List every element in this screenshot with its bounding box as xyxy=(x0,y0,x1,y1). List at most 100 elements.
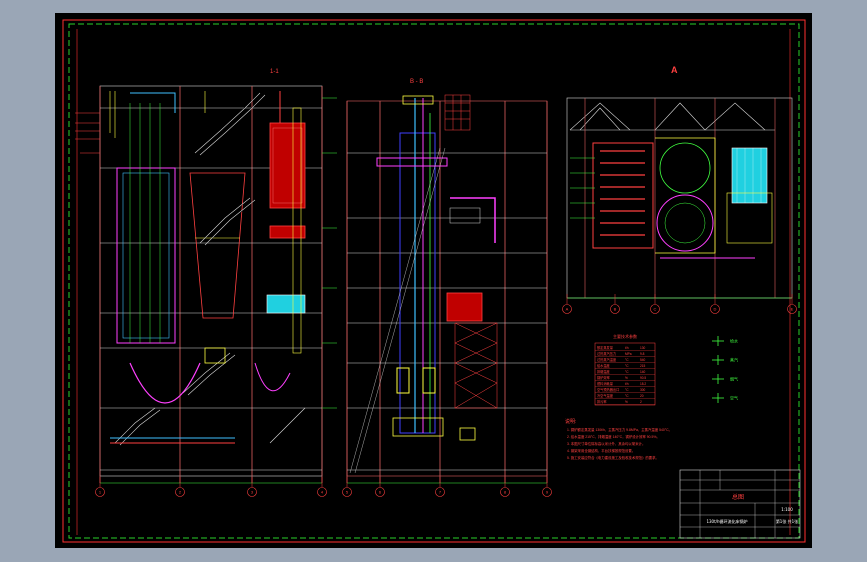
symbol-label: 蒸汽 xyxy=(730,357,738,363)
note-line: 1. 锅炉额定蒸发量 130t/h，主蒸汽压力 9.8MPa，主蒸汽温度 540… xyxy=(567,427,672,432)
axis-label: 6 xyxy=(379,490,382,495)
axis-bubble: 2 xyxy=(175,477,185,497)
plan-axis-bubble: D xyxy=(710,294,720,314)
parameter-cell: °C xyxy=(625,394,629,398)
plan-view xyxy=(566,97,793,299)
inner-frame xyxy=(68,23,800,539)
plan-axis-label: C xyxy=(654,307,657,312)
parameter-cell: 540 xyxy=(640,358,646,362)
symbol-label: 空气 xyxy=(730,395,738,401)
axis-bubble: 7 xyxy=(435,477,445,497)
plan-axis-label: A xyxy=(566,307,569,312)
cad-canvas[interactable]: 1-1 1 2 3 4 xyxy=(55,13,812,548)
title-block-sheet: 第1张 共1张 xyxy=(776,518,798,524)
plan-axis-label: B xyxy=(614,307,617,312)
axis-label: 5 xyxy=(346,490,349,495)
parameter-cell: 额定蒸发量 xyxy=(597,345,614,350)
plan-axis-bubble: B xyxy=(610,294,620,314)
parameter-cell: % xyxy=(625,400,628,404)
parameter-cell: °C xyxy=(625,358,629,362)
axis-bubble: 8 xyxy=(500,477,510,497)
parameter-cell: 90.5 xyxy=(640,376,646,380)
parameter-cell: 空气预热器出口 xyxy=(597,387,619,392)
parameter-cell: t/h xyxy=(625,346,629,350)
axis-bubble: 1 xyxy=(95,477,105,497)
parameter-table: 主要技术参数 额定蒸发量 t/h 130 过热蒸汽压力 MPa 9.8 过热蒸汽温度 °C 54… xyxy=(594,333,656,406)
plan-axis-label: E xyxy=(791,307,794,312)
axis-bubble: 3 xyxy=(247,477,257,497)
parameter-cell: t/h xyxy=(625,382,629,386)
plan-axis-bubble: E xyxy=(787,294,797,314)
parameter-cell: 300 xyxy=(640,388,646,392)
parameter-cell: °C xyxy=(625,370,629,374)
cad-drawing-viewport[interactable]: 1-1 1 2 3 4 xyxy=(55,13,812,548)
parameter-cell: 排污率 xyxy=(597,399,607,404)
symbol-item: 烟气 xyxy=(712,374,738,384)
parameter-cell: 锅炉效率 xyxy=(597,375,611,380)
axis-bubble: 9 xyxy=(542,477,552,497)
axis-bubble: 4 xyxy=(317,477,327,497)
front-elevation-view xyxy=(346,94,548,484)
plan-axis-bubbles: A B C D E xyxy=(562,294,797,314)
parameter-cell: 18.2 xyxy=(640,382,646,386)
note-line: 5. 施工安装应符合《电力建设施工及验收技术规范》的要求。 xyxy=(567,455,659,460)
plan-label: A xyxy=(671,65,678,75)
notes-title: 说明: xyxy=(565,418,576,425)
parameter-row: 过热蒸汽温度 °C 540 xyxy=(595,357,655,363)
section-label: 1-1 xyxy=(270,69,279,75)
axis-label: 9 xyxy=(546,490,549,495)
parameter-cell: 20 xyxy=(640,394,644,398)
parameter-cell: 排烟温度 xyxy=(597,369,611,374)
parameter-cell: 过热蒸汽温度 xyxy=(597,357,617,362)
parameter-row: 额定蒸发量 t/h 130 xyxy=(595,345,655,351)
axis-label: 7 xyxy=(439,490,442,495)
elevation-label: B - B xyxy=(410,79,423,85)
symbol-item: 空气 xyxy=(712,393,738,403)
title-block-scale: 1:100 xyxy=(781,507,793,512)
parameter-row: 燃料消耗量 t/h 18.2 xyxy=(595,381,655,387)
middle-axis-bubbles: 5 6 7 8 9 xyxy=(342,477,552,497)
parameter-cell: % xyxy=(625,376,628,380)
note-line: 2. 给水温度 215°C，排烟温度 140°C，锅炉设计效率 90.5%。 xyxy=(567,434,660,439)
axis-bubble: 6 xyxy=(375,477,385,497)
outer-frame xyxy=(62,19,806,543)
parameter-row: 空气预热器出口 °C 300 xyxy=(595,387,655,393)
parameter-cell: °C xyxy=(625,364,629,368)
parameter-cell: 9.8 xyxy=(640,352,645,356)
parameter-cell: 燃料消耗量 xyxy=(597,381,614,386)
symbol-label: 给水 xyxy=(730,338,738,344)
parameter-table-title: 主要技术参数 xyxy=(613,333,637,339)
note-line: 4. 钢架采用全钢结构，平台扶梯按规范设置。 xyxy=(567,448,635,453)
axis-label: 2 xyxy=(179,490,182,495)
plan-axis-bubble: C xyxy=(650,294,660,314)
parameter-cell: 冷空气温度 xyxy=(597,393,614,398)
axis-label: 4 xyxy=(321,490,324,495)
symbol-label: 烟气 xyxy=(730,376,738,382)
parameter-cell: 过热蒸汽压力 xyxy=(597,351,616,356)
left-axis-bubbles: 1 2 3 4 xyxy=(95,477,327,497)
parameter-row: 排污率% 2 xyxy=(595,399,655,405)
title-block-title: 总图 xyxy=(732,493,744,501)
symbol-item: 给水 xyxy=(712,336,738,346)
title-block-drawing-no: 130t/h循环流化床锅炉 xyxy=(706,518,747,524)
parameter-cell: MPa xyxy=(625,352,632,356)
axis-label: 8 xyxy=(504,490,507,495)
axis-label: 3 xyxy=(251,490,254,495)
parameter-cell: 给水温度 xyxy=(597,363,611,368)
side-elevation-view xyxy=(75,85,337,484)
note-line: 3. 本图尺寸单位除标高以米计外，其余均以毫米计。 xyxy=(567,441,645,446)
plan-axis-label: D xyxy=(714,307,717,312)
drawing-notes: 说明: 1. 锅炉额定蒸发量 130t/h，主蒸汽压力 9.8MPa，主蒸汽温度… xyxy=(565,418,672,460)
axis-label: 1 xyxy=(99,490,102,495)
parameter-row: 过热蒸汽压力 MPa 9.8 xyxy=(595,351,655,357)
parameter-cell: °C xyxy=(625,388,629,392)
parameter-cell: 130 xyxy=(640,346,646,350)
parameter-cell: 2 xyxy=(640,400,642,404)
parameter-row: 锅炉效率% 90.5 xyxy=(595,375,655,381)
plan-axis-bubble: A xyxy=(562,294,572,314)
axis-bubble: 5 xyxy=(342,477,352,497)
parameter-row: 冷空气温度 °C 20 xyxy=(595,393,655,399)
